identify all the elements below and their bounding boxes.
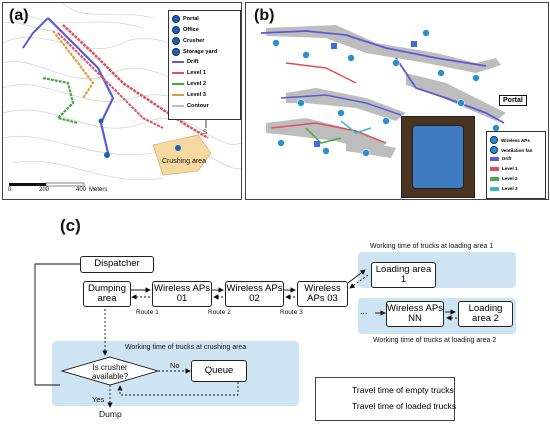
legend-loaded: Travel time of loaded trucks xyxy=(352,401,457,411)
legend-b-text: Level 1 xyxy=(502,166,518,171)
route-3-label: Route 3 xyxy=(280,309,303,316)
legend-line-icon xyxy=(172,105,184,107)
wireless-aps-01-box: Wireless APs 01 xyxy=(152,281,212,307)
dispatcher-box: Dispatcher xyxy=(80,256,154,273)
legend-b-item: Level 2 xyxy=(490,176,518,181)
legend-swatch-icon xyxy=(490,166,499,171)
compass-s: S xyxy=(203,130,207,136)
legend-a-item: Level 3 xyxy=(172,92,206,98)
legend-dot-icon xyxy=(172,37,180,45)
legend-line-icon xyxy=(172,61,184,63)
legend-swatch-icon xyxy=(490,176,499,181)
scale-0: 0 xyxy=(8,187,12,193)
ellipsis-label: ... xyxy=(360,306,368,316)
loading-area-2-box: Loading area 2 xyxy=(458,301,513,327)
legend-b-text: Level 3 xyxy=(502,186,518,191)
working-time-loading-1: Working time of trucks at loading area 1 xyxy=(370,243,494,250)
route-1-label: Route 1 xyxy=(136,309,159,316)
dumping-area-box: Dumping area xyxy=(83,281,131,307)
legend-swatch-icon xyxy=(490,156,499,161)
legend-a-item: Contour xyxy=(172,103,209,109)
legend-line-icon xyxy=(172,83,184,85)
legend-b-text: Wireless APs xyxy=(501,137,530,143)
loading-area-1-box: Loading area 1 xyxy=(371,262,436,288)
decision-label: Is crusher available? xyxy=(91,363,129,381)
yes-label: Yes xyxy=(92,395,105,404)
legend-b-item: Level 1 xyxy=(490,166,518,171)
legend-a-text: Crusher xyxy=(183,38,205,44)
legend-a-text: Portal xyxy=(183,16,199,22)
legend-line-icon xyxy=(172,94,184,96)
scale-400: 400 xyxy=(76,187,87,193)
scale-200: 200 xyxy=(39,187,50,193)
legend-dot-icon xyxy=(172,26,180,34)
legend-ap-icon xyxy=(490,146,498,154)
legend-a-item: Storage yard xyxy=(172,48,217,56)
panel-c-label: (c) xyxy=(60,216,81,235)
legend-panel-c: Travel time of empty trucks Travel time … xyxy=(315,377,457,421)
legend-dot-icon xyxy=(172,15,180,23)
legend-a-text: Contour xyxy=(187,103,209,109)
legend-b-item: Level 3 xyxy=(490,186,518,191)
crushing-area-label: Crushing area xyxy=(162,158,206,165)
portal-label: Portal xyxy=(499,95,527,106)
wireless-aps-02-box: Wireless APs 02 xyxy=(225,281,284,307)
working-time-loading-2: Working time of trucks at loading area 2 xyxy=(373,337,497,344)
queue-box: Queue xyxy=(191,360,247,382)
legend-line-icon xyxy=(172,72,184,74)
legend-a-item: Office xyxy=(172,26,199,34)
legend-b-text: Drift xyxy=(502,156,512,161)
legend-a-text: Drift xyxy=(187,59,199,65)
panel-a-label: (a) xyxy=(9,7,29,24)
legend-a-text: Storage yard xyxy=(183,49,218,55)
wireless-aps-03-box: Wireless APs 03 xyxy=(297,281,348,307)
legend-dot-icon xyxy=(172,48,180,56)
wireless-aps-nn-box: Wireless APs NN xyxy=(386,301,444,327)
legend-b-item: Wireless APs xyxy=(490,136,530,144)
legend-a-text: Level 1 xyxy=(187,70,206,76)
legend-a-text: Level 2 xyxy=(187,81,206,87)
legend-empty: Travel time of empty trucks xyxy=(352,385,454,395)
wireless-device-photo xyxy=(401,116,475,198)
legend-ap-icon xyxy=(490,136,498,144)
dump-label: Dump xyxy=(99,409,122,419)
no-label: No xyxy=(170,361,180,370)
scale-unit: Meters xyxy=(89,187,108,193)
legend-b-text: Ventilation fan xyxy=(501,147,533,153)
legend-a-item: Portal xyxy=(172,15,199,23)
mine-map-b xyxy=(260,25,506,158)
legend-b-item: Ventilation fan xyxy=(490,146,532,154)
legend-b-item: Drift xyxy=(490,156,511,161)
legend-b-text: Level 2 xyxy=(502,176,518,181)
route-2-label: Route 2 xyxy=(208,309,231,316)
working-time-crushing: Working time of trucks at crushing area xyxy=(125,344,247,351)
legend-a-text: Level 3 xyxy=(187,92,206,98)
legend-swatch-icon xyxy=(490,186,499,191)
legend-a-item: Level 1 xyxy=(172,70,206,76)
legend-a-item: Drift xyxy=(172,59,199,65)
legend-a-item: Crusher xyxy=(172,37,204,45)
panel-b-label: (b) xyxy=(254,7,275,24)
legend-a-text: Office xyxy=(183,27,199,33)
legend-a-item: Level 2 xyxy=(172,81,206,87)
